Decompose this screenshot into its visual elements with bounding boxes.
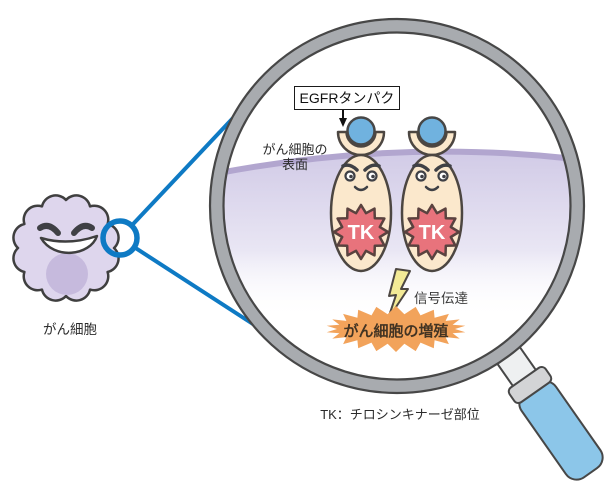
egfr-pointer-arrowhead-icon <box>339 118 347 127</box>
cell-surface-label: がん細胞の 表面 <box>262 142 328 172</box>
callout-line-upper <box>130 116 235 227</box>
cancer-cell-mouth-icon <box>39 234 99 254</box>
pupil-icon <box>442 174 446 179</box>
signal-transduction-label: 信号伝達 <box>414 291 468 306</box>
cancer-cell-illustration <box>12 194 120 302</box>
cancer-cell-label: がん細胞 <box>43 322 97 337</box>
tk-footnote: TK：チロシンキナーゼ部位 <box>320 407 480 422</box>
egfr-ligand-ball-icon <box>346 116 376 146</box>
cancer-cell-left-eye-icon <box>37 222 61 236</box>
egfr-receptor: TK <box>329 116 393 273</box>
cancer-cell-right-eye-icon <box>71 222 95 236</box>
cancer-cell-nucleus <box>46 253 88 295</box>
pupil-icon <box>420 174 424 179</box>
egfr-receptor: TK <box>400 116 464 273</box>
cell-growth-label: がん細胞の増殖 <box>343 323 449 340</box>
tk-label: TK <box>348 222 375 244</box>
tk-label: TK <box>419 222 446 244</box>
zoom-callout-circle <box>100 218 140 258</box>
magnifier-lens: TK TK <box>224 33 570 379</box>
pupil-icon <box>371 174 375 179</box>
egfr-protein-callout: EGFRタンパク <box>294 86 400 110</box>
egfr-ligand-ball-icon <box>417 116 447 146</box>
pupil-icon <box>349 174 353 179</box>
